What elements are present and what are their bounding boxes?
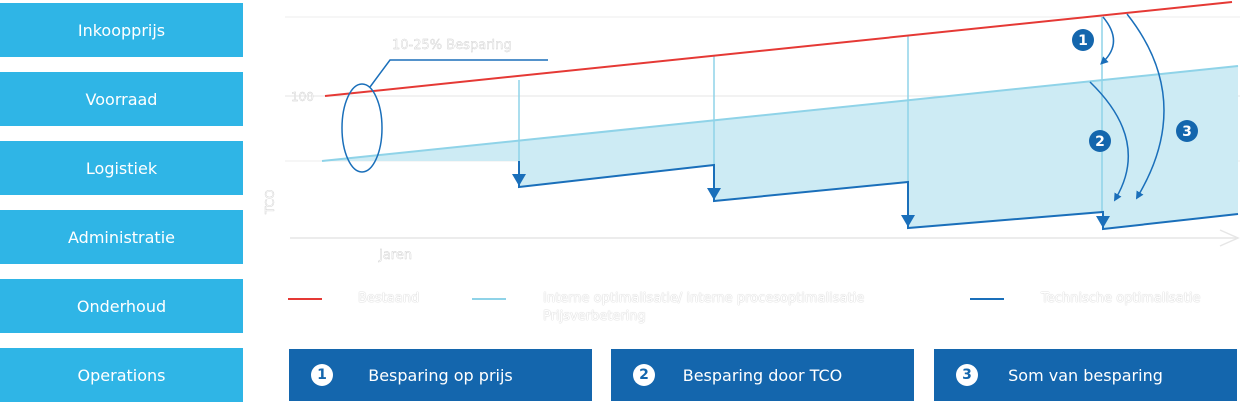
marker-3: 3 <box>1182 124 1192 140</box>
bottom-label-prijs: Besparing op prijs <box>368 365 513 385</box>
sidebar-item-onderhoud: Onderhoud <box>0 279 243 333</box>
y-axis-label: TCO <box>263 190 277 215</box>
y-tick-100: 100 <box>291 90 314 104</box>
marker-1: 1 <box>1078 33 1088 49</box>
savings-ellipse <box>341 83 383 173</box>
sidebar-item-label: Voorraad <box>85 89 158 109</box>
sidebar-item-label: Operations <box>77 365 166 385</box>
legend-label-interne-line2: Prijsverbetering <box>543 309 646 324</box>
sidebar-item-inkoopprijs: Inkoopprijs <box>0 3 243 57</box>
number-1-icon: 1 <box>311 364 333 386</box>
callout-label: 10-25% Besparing <box>392 38 512 53</box>
sidebar-item-label: Inkoopprijs <box>77 20 166 40</box>
legend-swatch-interne <box>472 298 506 300</box>
interne-area <box>322 66 1238 229</box>
bottom-box-tco: 2 Besparing door TCO <box>611 349 914 401</box>
bottom-box-prijs: 1 Besparing op prijs <box>289 349 592 401</box>
legend-label-bestaand: Bestaand <box>358 291 420 306</box>
bottom-box-som: 3 Som van besparing <box>934 349 1237 401</box>
series-bestaand-line <box>324 1 1233 97</box>
x-axis-label: Jaren <box>378 248 412 263</box>
sidebar-item-voorraad: Voorraad <box>0 72 243 126</box>
callout-leader <box>369 59 548 88</box>
series-interne-line <box>321 65 1239 162</box>
marker-2-circle <box>1089 130 1111 152</box>
marker-3-circle <box>1176 120 1198 142</box>
marker-2: 2 <box>1095 134 1105 150</box>
tco-chart: 10-25% Besparing 100 TCO Jaren 1 2 3 <box>263 1 1240 263</box>
bottom-label-som: Som van besparing <box>1008 365 1163 385</box>
legend-label-technische: Technische optimalisatie <box>1041 291 1201 306</box>
x-axis-arrow <box>1219 229 1240 247</box>
marker-1-circle <box>1072 29 1094 51</box>
number-2-icon: 2 <box>633 364 655 386</box>
legend-swatch-bestaand <box>288 298 322 300</box>
arrow-savings-2 <box>1089 81 1129 202</box>
bottom-label-tco: Besparing door TCO <box>682 365 843 385</box>
sidebar-item-label: Administratie <box>68 227 175 247</box>
arrow-savings-3 <box>1126 13 1165 200</box>
sidebar-item-label: Logistiek <box>85 158 158 178</box>
sidebar-item-administratie: Administratie <box>0 210 243 264</box>
number-3-icon: 3 <box>956 364 978 386</box>
arrow-savings-1 <box>1100 16 1115 65</box>
legend-label-interne: Interne optimalisatie/ interne procesopt… <box>543 291 865 306</box>
sidebar-item-operations: Operations <box>0 348 243 402</box>
sidebar-item-label: Onderhoud <box>76 296 167 316</box>
legend-swatch-technische <box>970 298 1004 300</box>
sidebar-item-logistiek: Logistiek <box>0 141 243 195</box>
